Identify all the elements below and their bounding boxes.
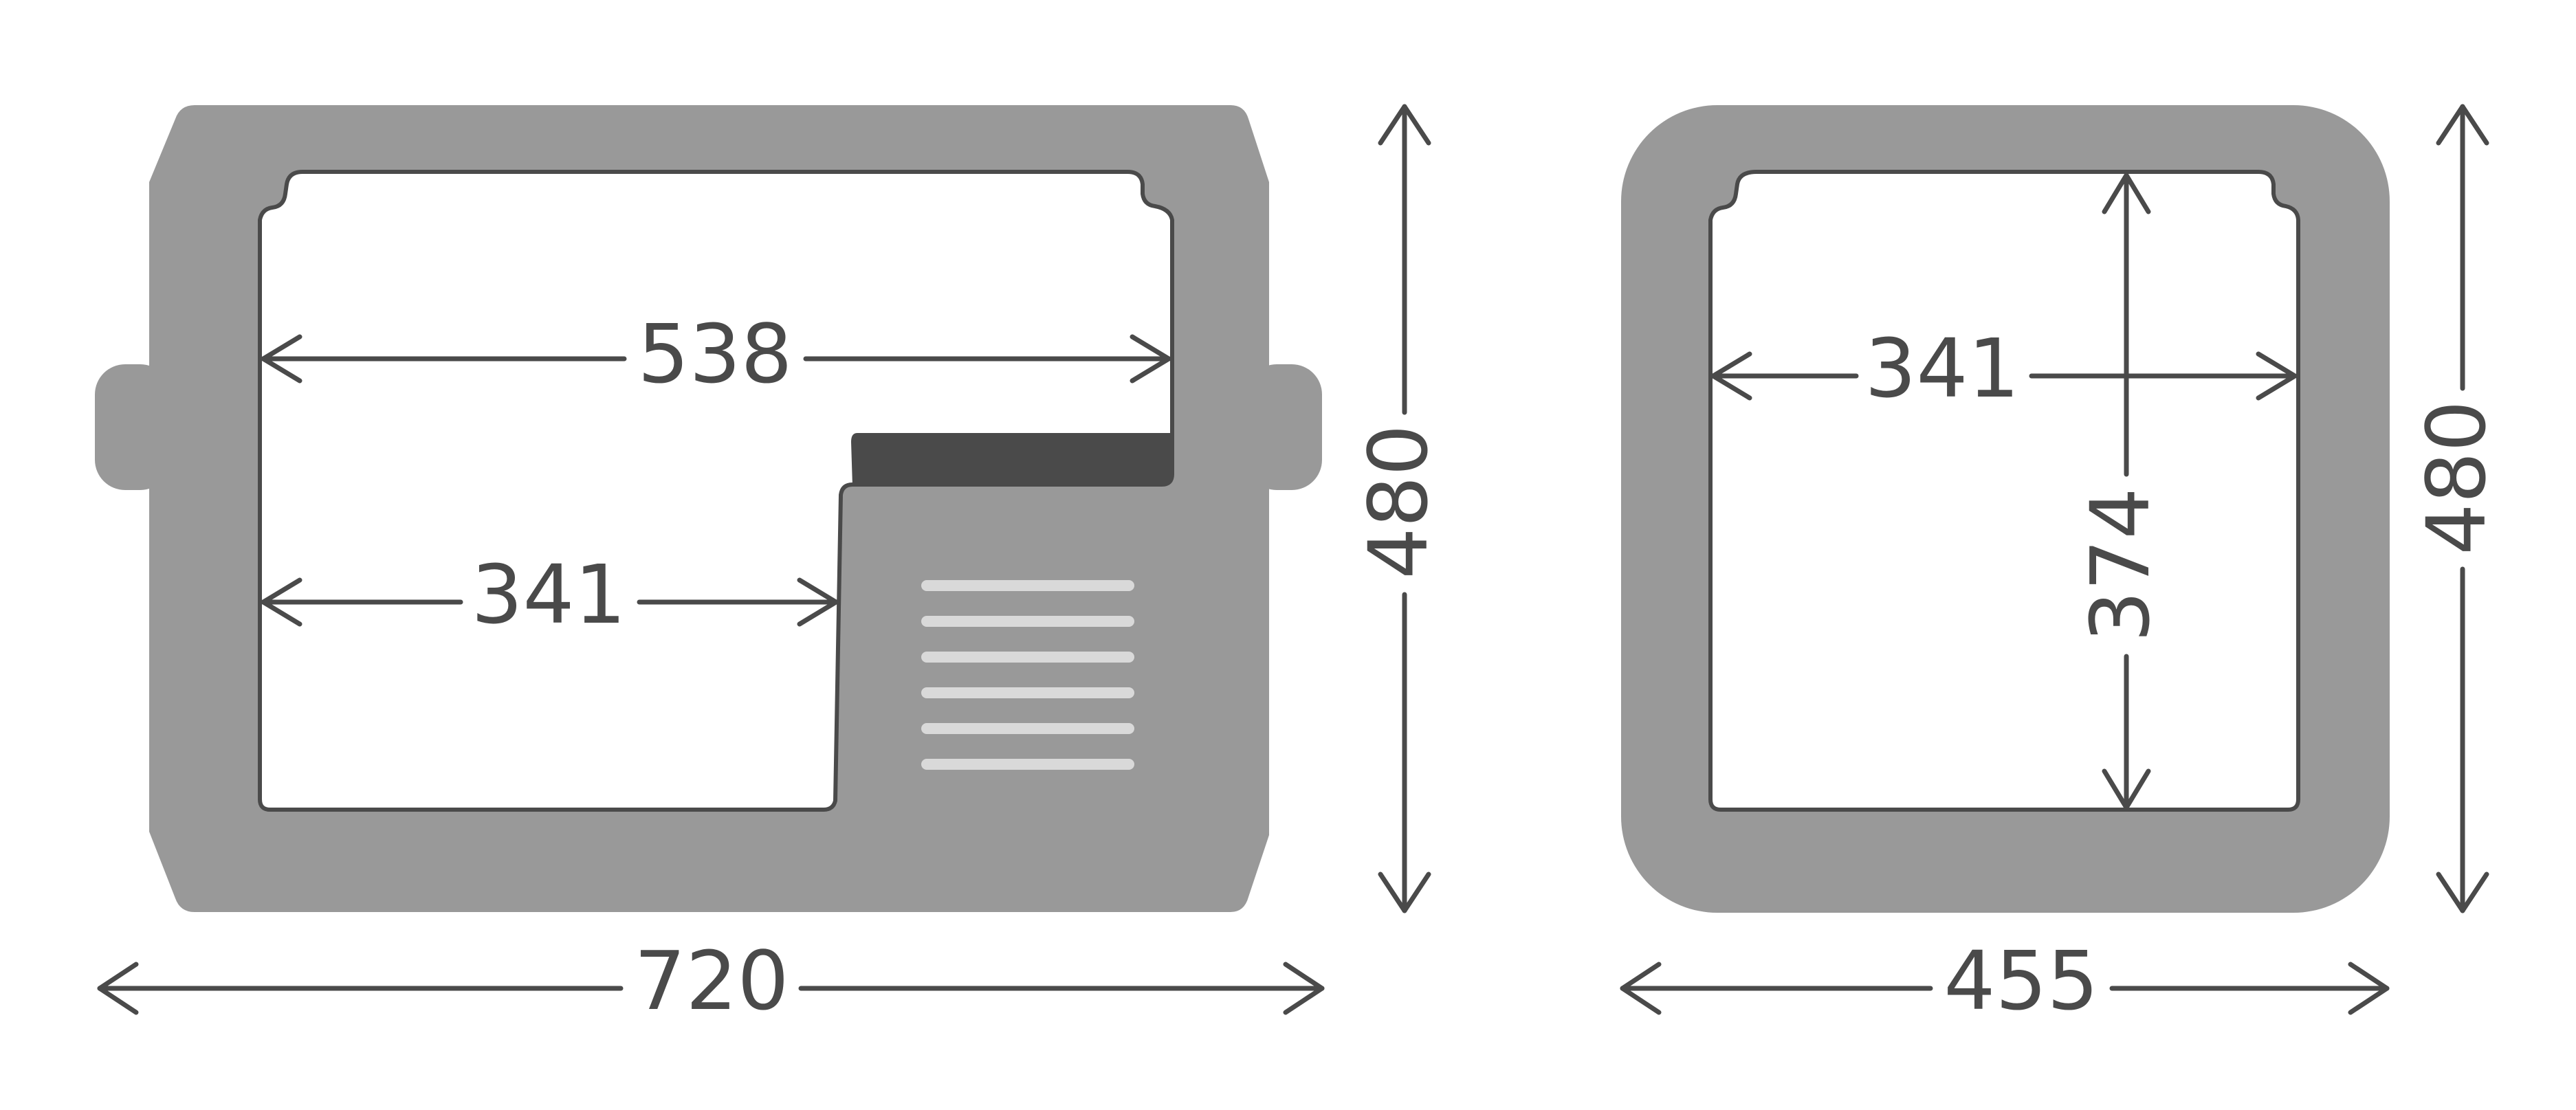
arrowhead-right	[797, 577, 839, 627]
side-cavity	[1708, 170, 2300, 812]
arrowhead-left	[97, 962, 139, 1015]
front-height-label: 480	[1351, 424, 1446, 579]
arrowhead-bottom	[1378, 872, 1431, 913]
side-width-label: 455	[1944, 933, 2098, 1028]
side-height-dimension: 480	[2409, 104, 2504, 913]
front-height-dimension: 480	[1351, 104, 1446, 913]
arrowhead-left	[1620, 962, 1662, 1015]
vent-grille	[921, 580, 1134, 770]
inner-top-width-dimension: 538	[261, 307, 1171, 401]
front-cavity	[258, 170, 1174, 812]
arrowhead-right	[2348, 962, 2390, 1015]
arrowhead-top	[1378, 104, 1431, 146]
side-width-dimension: 455	[1620, 933, 2390, 1028]
side-inner-width-label: 341	[1864, 321, 2019, 416]
side-inner-depth-dimension: 374	[2073, 173, 2168, 810]
side-view: 341 374 480 455	[1620, 104, 2504, 1028]
inner-bottom-width-label: 341	[471, 547, 626, 642]
arrowhead-left	[261, 577, 302, 627]
front-width-label: 720	[634, 933, 789, 1028]
inner-bottom-width-dimension: 341	[261, 547, 839, 642]
front-view: 538 341 480 720	[95, 104, 1446, 1028]
arrowhead-right	[1130, 334, 1171, 384]
arrowhead-left	[261, 334, 302, 384]
inner-top-width-label: 538	[637, 307, 792, 401]
arrowhead-right	[2256, 351, 2298, 401]
side-inner-depth-label: 374	[2073, 487, 2168, 642]
side-height-label: 480	[2409, 400, 2504, 555]
arrowhead-top	[2436, 104, 2489, 146]
arrowhead-right	[1283, 962, 1325, 1015]
side-inner-width-dimension: 341	[1710, 321, 2298, 416]
compressor-lid	[851, 433, 1171, 486]
arrowhead-bottom	[2436, 872, 2489, 913]
arrowhead-left	[1710, 351, 1752, 401]
arrowhead-top	[2102, 173, 2151, 214]
front-width-dimension: 720	[97, 933, 1325, 1028]
arrowhead-bottom	[2102, 768, 2151, 810]
